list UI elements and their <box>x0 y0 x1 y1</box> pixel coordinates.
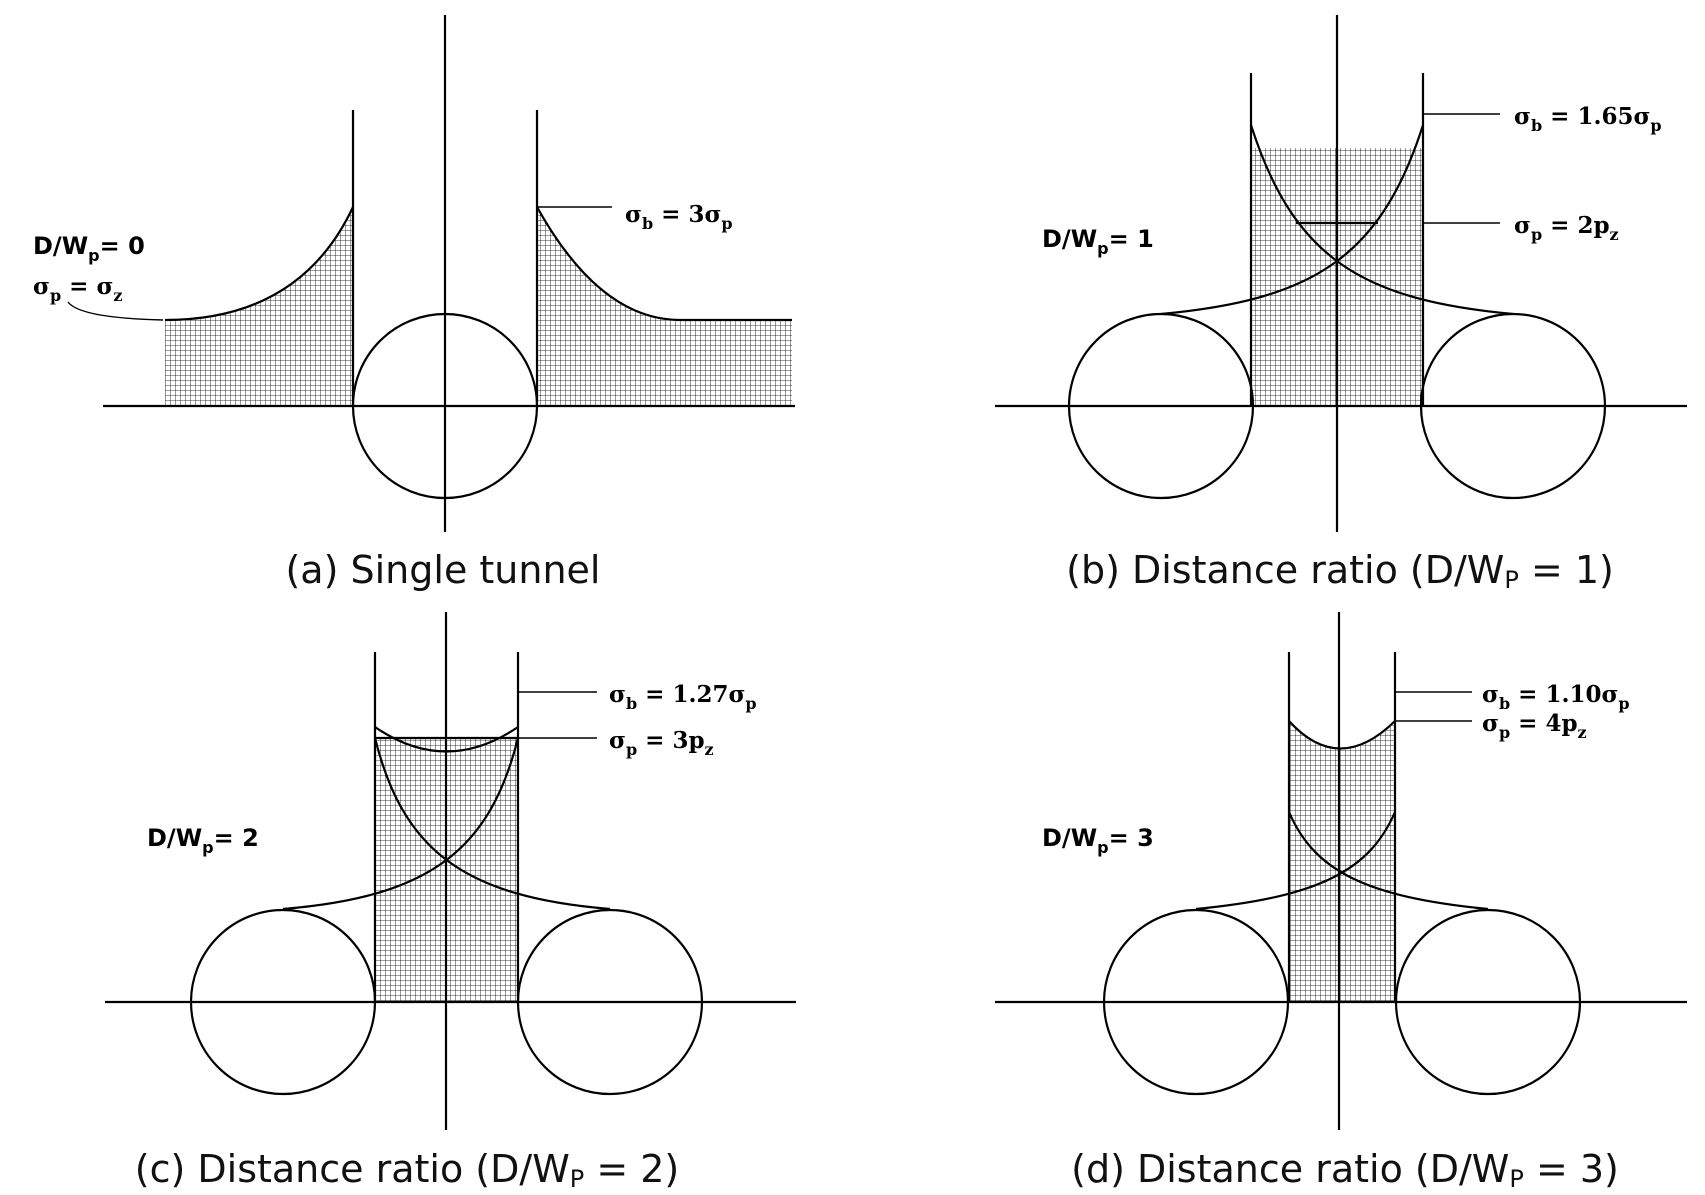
stress-curve-left-tunnel <box>1160 124 1425 316</box>
sigma-b-label: σb = 3σp <box>625 201 733 233</box>
sigma-b-label: σb = 1.65σp <box>1514 103 1662 135</box>
top-stress-curve <box>1288 720 1396 750</box>
sigma-p-label: σp = 4pz <box>1482 710 1587 742</box>
panel-c: D/Wp= 2 σb = 1.27σp σp = 3pz (c) Distanc… <box>105 612 796 1193</box>
sigma-b-label: σb = 1.27σp <box>609 681 757 713</box>
stress-curve-right <box>536 206 792 322</box>
pillar-stress-area <box>1289 721 1395 1002</box>
ratio-label: D/Wp= 3 <box>1042 824 1154 857</box>
tunnel-left <box>1067 312 1255 500</box>
stress-area-left <box>165 207 353 406</box>
panel-b: D/Wp= 1 σb = 1.65σp σp = 2pz (b) Distanc… <box>995 15 1687 594</box>
caption: (d) Distance ratio (D/WP = 3) <box>1071 1147 1619 1193</box>
sigma-p-label: σp = 2pz <box>1514 212 1619 244</box>
tunnel-right <box>1419 312 1607 500</box>
sigma-p-label: σp = 3pz <box>609 727 714 759</box>
caption: (b) Distance ratio (D/WP = 1) <box>1066 548 1614 594</box>
caption: (a) Single tunnel <box>285 548 600 592</box>
tunnel-right <box>1394 908 1582 1096</box>
stress-curve-right-tunnel <box>1249 124 1514 316</box>
ratio-label: D/Wp= 1 <box>1042 225 1154 258</box>
leader-sp <box>67 301 164 321</box>
ratio-label: D/Wp= 2 <box>147 824 259 857</box>
tunnel-right <box>516 908 704 1096</box>
tunnel-left <box>189 908 377 1096</box>
caption: (c) Distance ratio (D/WP = 2) <box>135 1147 680 1193</box>
stress-area-right <box>537 207 792 406</box>
tunnel-circle <box>351 312 539 500</box>
stress-curve-right-tunnel <box>1287 811 1489 911</box>
stress-curve-right-tunnel <box>373 737 611 911</box>
stress-curve-left <box>164 206 354 322</box>
sigma-p-label: σp = σz <box>33 273 123 305</box>
sigma-b-label: σb = 1.10σp <box>1482 681 1630 713</box>
tunnel-left <box>1102 908 1290 1096</box>
ratio-label: D/Wp= 0 <box>33 232 145 265</box>
panel-a: D/Wp= 0 σp = σz σb = 3σp (a) Single tunn… <box>33 15 795 592</box>
stress-curve-left-tunnel <box>1195 811 1397 911</box>
panel-d: D/Wp= 3 σb = 1.10σp σp = 4pz (d) Distanc… <box>995 612 1687 1193</box>
